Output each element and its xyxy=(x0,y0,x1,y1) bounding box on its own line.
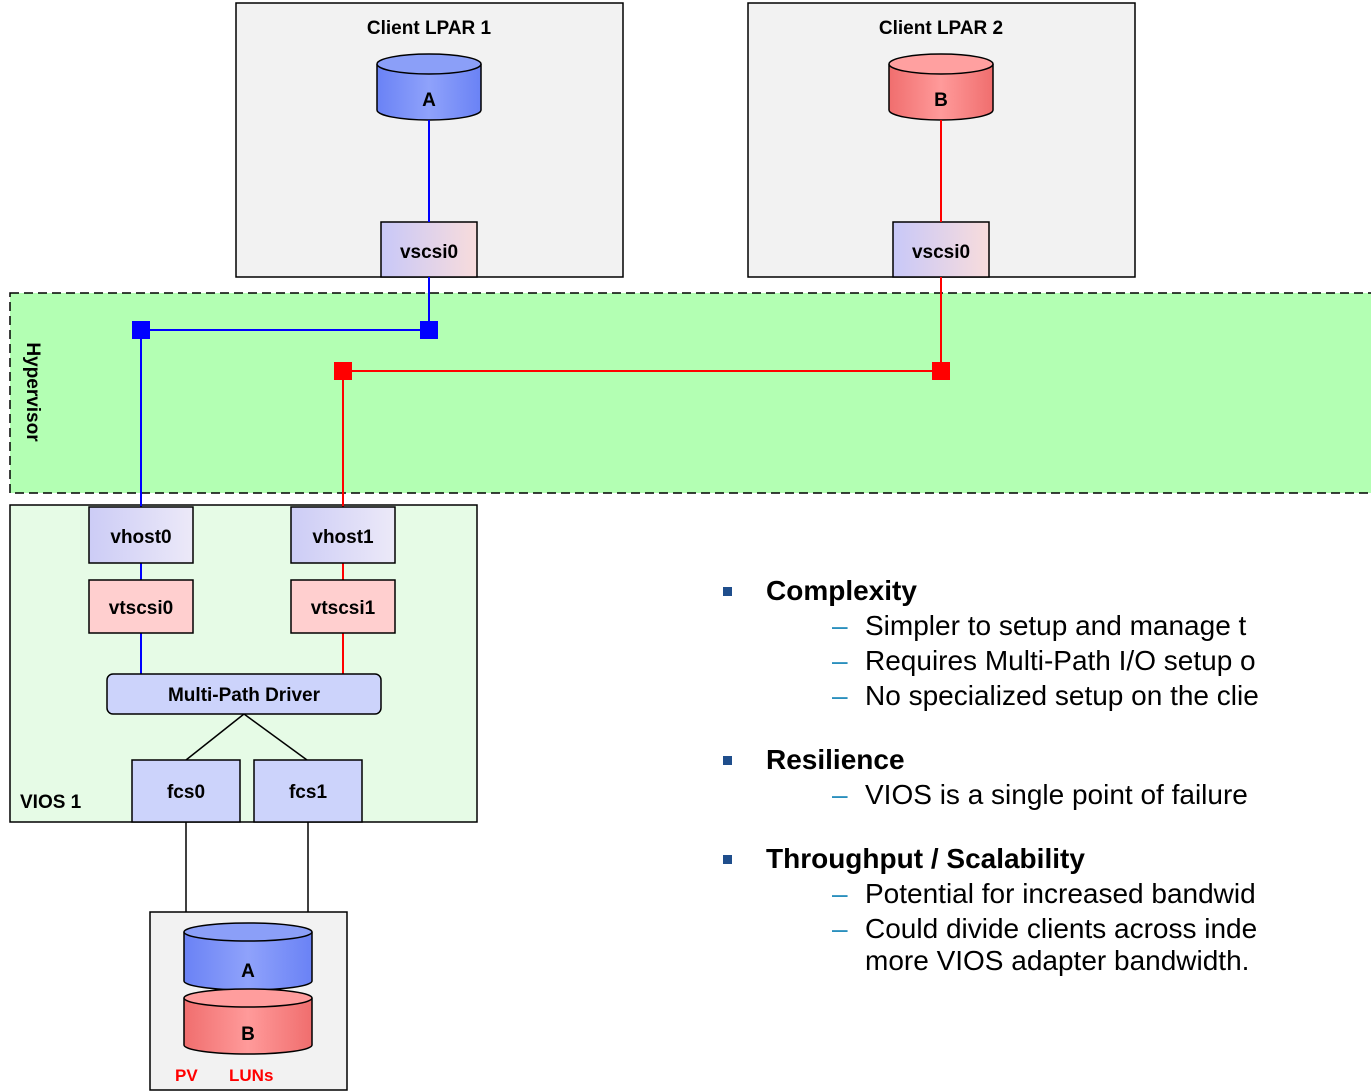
heading-text: Throughput / Scalability xyxy=(766,843,1085,874)
sub-item: –Simpler to setup and manage t xyxy=(720,608,1371,643)
sub-item: –VIOS is a single point of failure xyxy=(720,777,1371,812)
dash-icon: – xyxy=(832,645,848,676)
dash-icon: – xyxy=(832,610,848,641)
sub-item: –Potential for increased bandwid xyxy=(720,876,1371,911)
section-resilience: Resilience –VIOS is a single point of fa… xyxy=(720,743,1371,812)
fcs0-box xyxy=(131,759,241,823)
section-heading: Resilience xyxy=(720,743,1371,777)
vtscsi0-box xyxy=(88,579,194,634)
sub-item-text: Could divide clients across inde xyxy=(865,913,1258,944)
vhost1-box xyxy=(290,506,396,564)
disk-b-icon xyxy=(888,53,994,121)
sub-item: –Requires Multi-Path I/O setup o xyxy=(720,643,1371,678)
sub-item: –No specialized setup on the clie xyxy=(720,678,1371,713)
sub-item-text: Potential for increased bandwid xyxy=(865,878,1256,909)
dash-icon: – xyxy=(832,913,848,944)
red-connector-left xyxy=(334,362,352,380)
vios-1: VIOS 1 xyxy=(9,504,478,823)
vhost0-box xyxy=(88,506,194,564)
section-complexity: Complexity –Simpler to setup and manage … xyxy=(720,574,1371,713)
bullet-list: Complexity –Simpler to setup and manage … xyxy=(720,574,1371,1006)
storage-luns: A B PV LUNs xyxy=(149,911,348,1091)
disk-b-label: B xyxy=(934,90,948,111)
red-path xyxy=(342,120,942,674)
heading-text: Resilience xyxy=(766,744,905,775)
blue-connector-left xyxy=(132,321,150,339)
hypervisor-label: Hypervisor xyxy=(22,342,43,442)
lun-b-icon xyxy=(183,988,313,1055)
vtscsi1-box xyxy=(290,579,396,634)
sub-item-continuation: more VIOS adapter bandwidth. xyxy=(865,945,1250,976)
sub-item-text: No specialized setup on the clie xyxy=(865,680,1259,711)
fcs1-label: fcs1 xyxy=(289,782,327,803)
disk-a-label: A xyxy=(422,90,436,111)
lun-b-label: B xyxy=(241,1024,255,1045)
sub-item-text: VIOS is a single point of failure xyxy=(865,779,1248,810)
sub-item: –Could divide clients across inde xyxy=(720,911,1371,946)
vios-1-label: VIOS 1 xyxy=(20,792,82,813)
client-lpar-2-vscsi0-label: vscsi0 xyxy=(912,242,970,263)
bullet-square-icon xyxy=(723,587,732,596)
fcs-storage-links xyxy=(185,822,309,912)
driver-fcs-links xyxy=(185,713,308,761)
section-heading: Complexity xyxy=(720,574,1371,608)
pv-label: PV xyxy=(175,1066,198,1085)
client-lpar-2-vscsi0 xyxy=(892,221,990,278)
client-lpar-2-title: Client LPAR 2 xyxy=(879,18,1003,39)
dash-icon: – xyxy=(832,680,848,711)
vhost0-label: vhost0 xyxy=(110,527,171,548)
sub-item-text: Requires Multi-Path I/O setup o xyxy=(865,645,1256,676)
bullet-square-icon xyxy=(723,756,732,765)
heading-text: Complexity xyxy=(766,575,917,606)
client-lpar-1-title: Client LPAR 1 xyxy=(367,18,492,39)
vhost1-label: vhost1 xyxy=(312,527,374,548)
client-lpar-1-vscsi0-label: vscsi0 xyxy=(400,242,458,263)
hypervisor-band xyxy=(9,292,1371,494)
section-throughput: Throughput / Scalability –Potential for … xyxy=(720,842,1371,976)
vtscsi0-label: vtscsi0 xyxy=(109,598,173,619)
blue-path xyxy=(140,120,430,674)
blue-connector-right xyxy=(420,321,438,339)
sub-item-text: Simpler to setup and manage t xyxy=(865,610,1247,641)
multipath-driver-label: Multi-Path Driver xyxy=(168,685,321,706)
dash-icon: – xyxy=(832,779,848,810)
fcs0-label: fcs0 xyxy=(167,782,205,803)
bullet-square-icon xyxy=(723,855,732,864)
luns-label: LUNs xyxy=(229,1066,273,1085)
section-heading: Throughput / Scalability xyxy=(720,842,1371,876)
lun-a-icon xyxy=(183,922,313,991)
vtscsi1-label: vtscsi1 xyxy=(311,598,376,619)
lun-a-label: A xyxy=(241,961,255,982)
dash-icon: – xyxy=(832,878,848,909)
red-connector-right xyxy=(932,362,950,380)
